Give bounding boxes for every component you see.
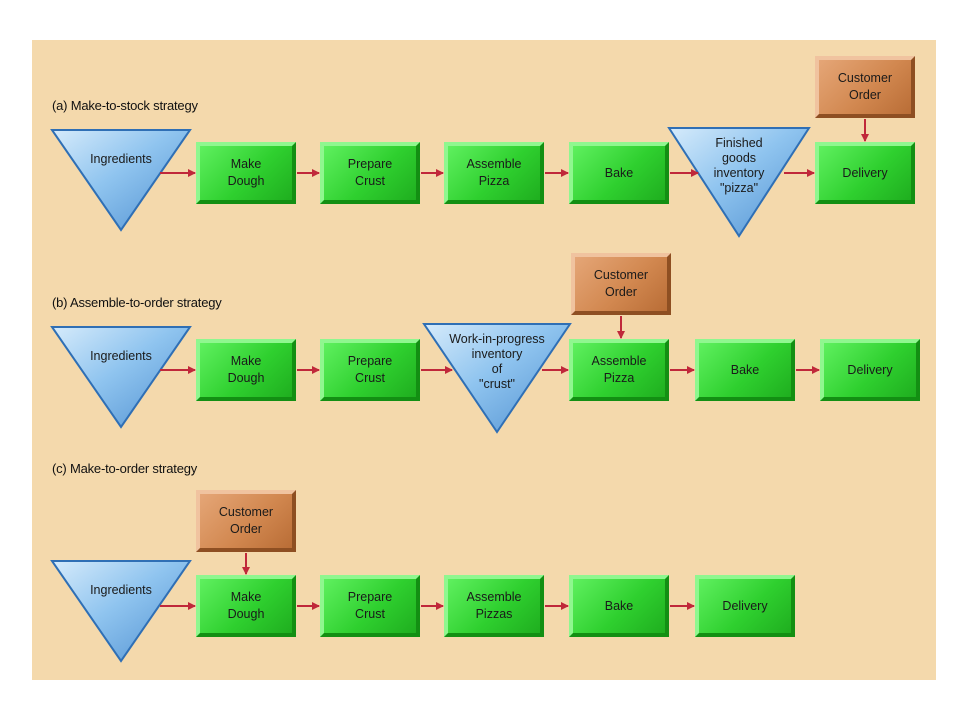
process-prepare-crust: Prepare Crust (320, 142, 420, 204)
process-delivery: Delivery (820, 339, 920, 401)
finished-goods-inventory-triangle: Finished goods inventory "pizza" (667, 126, 811, 238)
work-in-progress-inventory-triangle: Work-in-progress inventory of "crust" (422, 322, 572, 434)
process-assemble-pizzas: Assemble Pizzas (444, 575, 544, 637)
process-bake: Bake (695, 339, 795, 401)
process-assemble-pizza: Assemble Pizza (444, 142, 544, 204)
process-delivery: Delivery (815, 142, 915, 204)
process-make-dough: Make Dough (196, 339, 296, 401)
process-prepare-crust: Prepare Crust (320, 339, 420, 401)
title-make-to-stock: (a) Make-to-stock strategy (52, 98, 198, 113)
process-bake: Bake (569, 575, 669, 637)
title-make-to-order: (c) Make-to-order strategy (52, 461, 198, 476)
process-bake: Bake (569, 142, 669, 204)
customer-order-box: Customer Order (196, 490, 296, 552)
process-prepare-crust: Prepare Crust (320, 575, 420, 637)
ingredients-triangle: Ingredients (50, 128, 192, 232)
customer-order-box: Customer Order (571, 253, 671, 315)
title-assemble-to-order: (b) Assemble-to-order strategy (52, 295, 222, 310)
process-make-dough: Make Dough (196, 575, 296, 637)
ingredients-triangle: Ingredients (50, 559, 192, 663)
process-make-dough: Make Dough (196, 142, 296, 204)
customer-order-box: Customer Order (815, 56, 915, 118)
process-assemble-pizza: Assemble Pizza (569, 339, 669, 401)
ingredients-triangle: Ingredients (50, 325, 192, 429)
process-delivery: Delivery (695, 575, 795, 637)
